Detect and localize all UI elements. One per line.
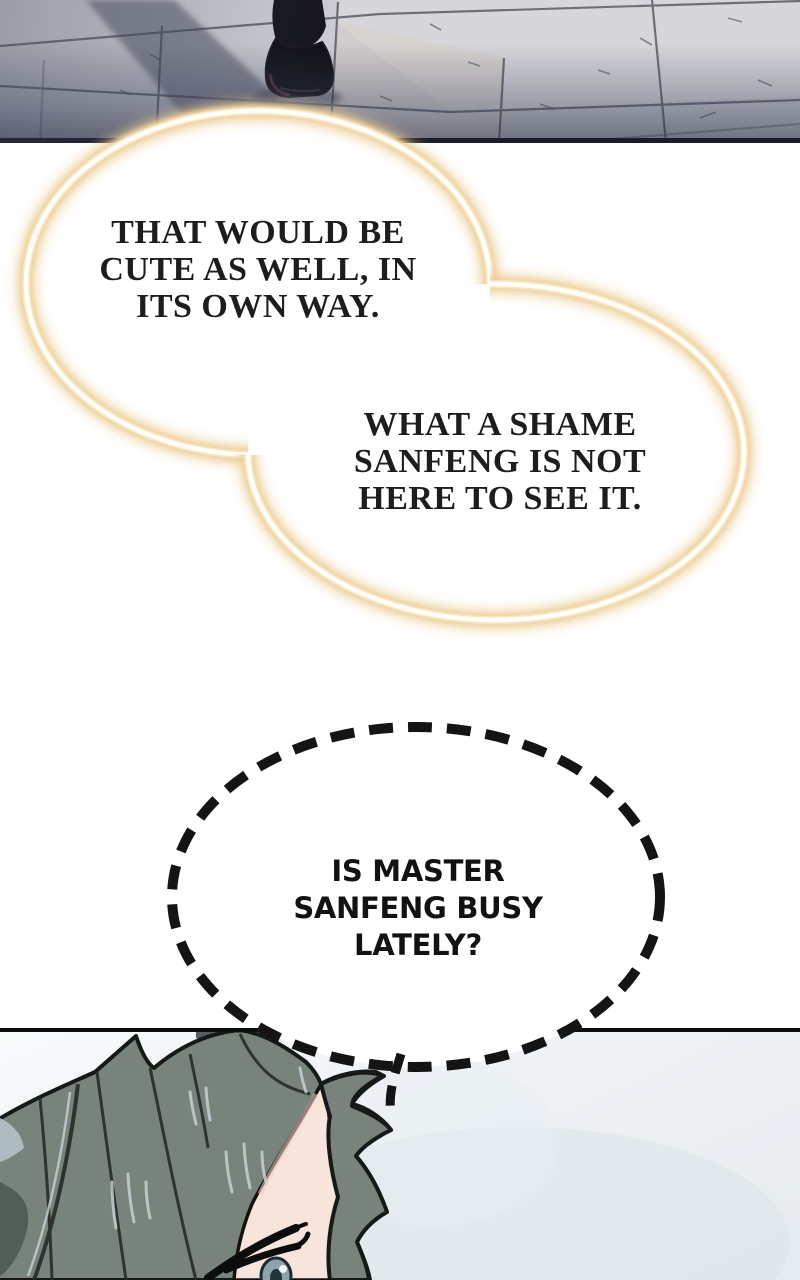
hair-strands — [32, 1033, 311, 1280]
glowing-speech-bubble — [17, 102, 753, 629]
dashed-bubble-tail — [385, 1052, 406, 1115]
hair-highlight-streaks — [110, 1066, 308, 1230]
character-art — [0, 1032, 790, 1280]
hair-shadow-lock — [0, 1182, 29, 1276]
hair-shine-patch — [0, 1118, 24, 1162]
speech-text-cute-as-well: THAT WOULD BE CUTE AS WELL, IN ITS OWN W… — [99, 214, 417, 325]
eye — [222, 1231, 311, 1280]
glow-ring-lobe-2 — [239, 275, 753, 629]
speech-text-is-master-sanfeng-busy: IS MASTER SANFENG BUSY LATELY? — [293, 854, 543, 962]
hair-side-lock — [319, 1070, 393, 1280]
walking-leg-and-boot — [264, 0, 335, 99]
eyebrow — [204, 1222, 308, 1280]
dashed-speech-bubble — [167, 722, 665, 1115]
speech-text-what-a-shame: WHAT A SHAME SANFENG IS NOT HERE TO SEE … — [353, 406, 647, 517]
background-wash — [250, 1127, 790, 1280]
